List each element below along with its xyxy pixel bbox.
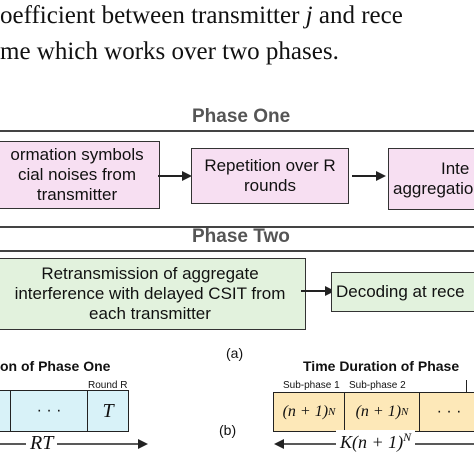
- timeline-right-title: Time Duration of Phase: [303, 358, 460, 374]
- header-text-a: oefficient between transmitter: [0, 2, 306, 29]
- timeline-left-title: on of Phase One: [0, 358, 111, 374]
- arrow-right-icon: [158, 171, 192, 181]
- timeline-left-length: RT: [26, 432, 58, 455]
- phase-two-box1-line1: Retransmission of aggregate: [41, 264, 259, 283]
- timeline-right-length-exp: N: [403, 430, 412, 444]
- phase-two-box1-line2: interference with delayed CSIT from: [14, 284, 286, 303]
- arrow-right-icon: [301, 286, 335, 296]
- header-line-2: me which works over two phases.: [0, 38, 339, 65]
- phase-one-box2-line2: rounds: [244, 176, 296, 195]
- timeline-left-T: T: [102, 399, 114, 422]
- timeline-left-cell-T: T: [87, 390, 129, 432]
- timeline-right-sub1-label: Sub-phase 1: [283, 380, 340, 391]
- phase-two-title: Phase Two: [192, 226, 290, 247]
- phase-one-box1-line2: cial noises from: [17, 165, 137, 184]
- timeline-right-cell-1: (n + 1)N: [273, 392, 345, 432]
- phase-two-separator-top: [0, 226, 474, 228]
- timeline-right-cell1-base: (n + 1): [282, 403, 329, 420]
- timeline-right-dots: · · ·: [436, 403, 462, 420]
- header-text-b: and rece: [312, 2, 403, 29]
- phase-one-box1-line1: ormation symbols: [10, 145, 144, 164]
- phase-one-box-symbols: ormation symbols cial noises from transm…: [0, 141, 160, 209]
- phase-one-box-aggregation: Inte aggregatio: [388, 148, 474, 210]
- phase-one-box1-line3: transmitter: [36, 185, 118, 204]
- timeline-left-round-label: Round R: [88, 380, 128, 391]
- phase-one-title: Phase One: [192, 106, 291, 127]
- timeline-left-dots: · · ·: [36, 402, 62, 419]
- caption-a: (a): [226, 345, 244, 361]
- timeline-left-length-arrow-icon: [0, 439, 148, 449]
- phase-one-box3-line1: Inte: [440, 159, 470, 178]
- phase-two-box1-line3: each transmitter: [89, 304, 211, 323]
- phase-one-separator: [0, 130, 474, 132]
- timeline-left-cell-dots: · · ·: [10, 390, 88, 432]
- arrow-right-icon: [352, 171, 386, 181]
- timeline-right-length: K(n + 1)N: [336, 430, 416, 453]
- header-variable-j: j: [305, 2, 313, 29]
- timeline-right-tick: [466, 380, 467, 392]
- phase-two-box-decoding: Decoding at rece: [331, 272, 474, 312]
- timeline-right-cell-dots: · · ·: [419, 392, 474, 432]
- caption-b: (b): [219, 422, 237, 438]
- phase-two-box-retransmission: Retransmission of aggregate interference…: [0, 258, 306, 330]
- timeline-right-cell1-exp: N: [328, 406, 336, 418]
- phase-one-box3-line2: aggregatio: [393, 179, 474, 198]
- phase-one-box-repetition: Repetition over R rounds: [191, 148, 349, 204]
- phase-one-box2-line1: Repetition over R: [204, 156, 336, 175]
- phase-two-box2-text: Decoding at rece: [336, 282, 465, 301]
- header-line-1: oefficient between transmitter j and rec…: [0, 2, 403, 30]
- phase-two-separator: [0, 250, 474, 252]
- timeline-right-cell-2: (n + 1)N: [344, 392, 420, 432]
- timeline-right-cell2-exp: N: [401, 406, 409, 418]
- timeline-right-length-base: K(n + 1): [340, 432, 404, 452]
- timeline-right-cell2-base: (n + 1): [355, 403, 402, 420]
- timeline-right-sub2-label: Sub-phase 2: [349, 380, 406, 391]
